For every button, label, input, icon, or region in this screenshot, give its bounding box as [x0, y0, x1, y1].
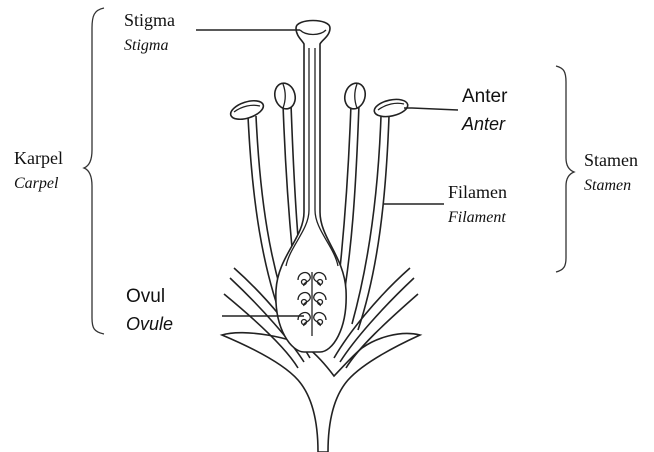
anther-4 — [373, 97, 410, 120]
ovul-label: Ovul — [126, 286, 165, 307]
ovul-sublabel: Ovule — [126, 314, 173, 334]
stigma-sublabel: Stigma — [124, 37, 168, 54]
anther-3 — [342, 81, 368, 111]
anter-leader — [404, 108, 458, 110]
stamen-label: Stamen — [584, 150, 638, 170]
anter-label: Anter — [462, 86, 508, 107]
karpel-label: Karpel — [14, 148, 63, 168]
filamen-label: Filamen — [448, 182, 507, 202]
stigma-label: Stigma — [124, 10, 175, 30]
stamen-sublabel: Stamen — [584, 177, 631, 194]
karpel-brace — [84, 8, 104, 334]
karpel-sublabel: Carpel — [14, 175, 59, 192]
filamen-sublabel: Filament — [447, 209, 506, 226]
stamen-brace — [556, 66, 574, 272]
anther-2 — [272, 81, 298, 111]
anter-sublabel: Anter — [461, 114, 506, 134]
anther-1 — [228, 97, 265, 123]
